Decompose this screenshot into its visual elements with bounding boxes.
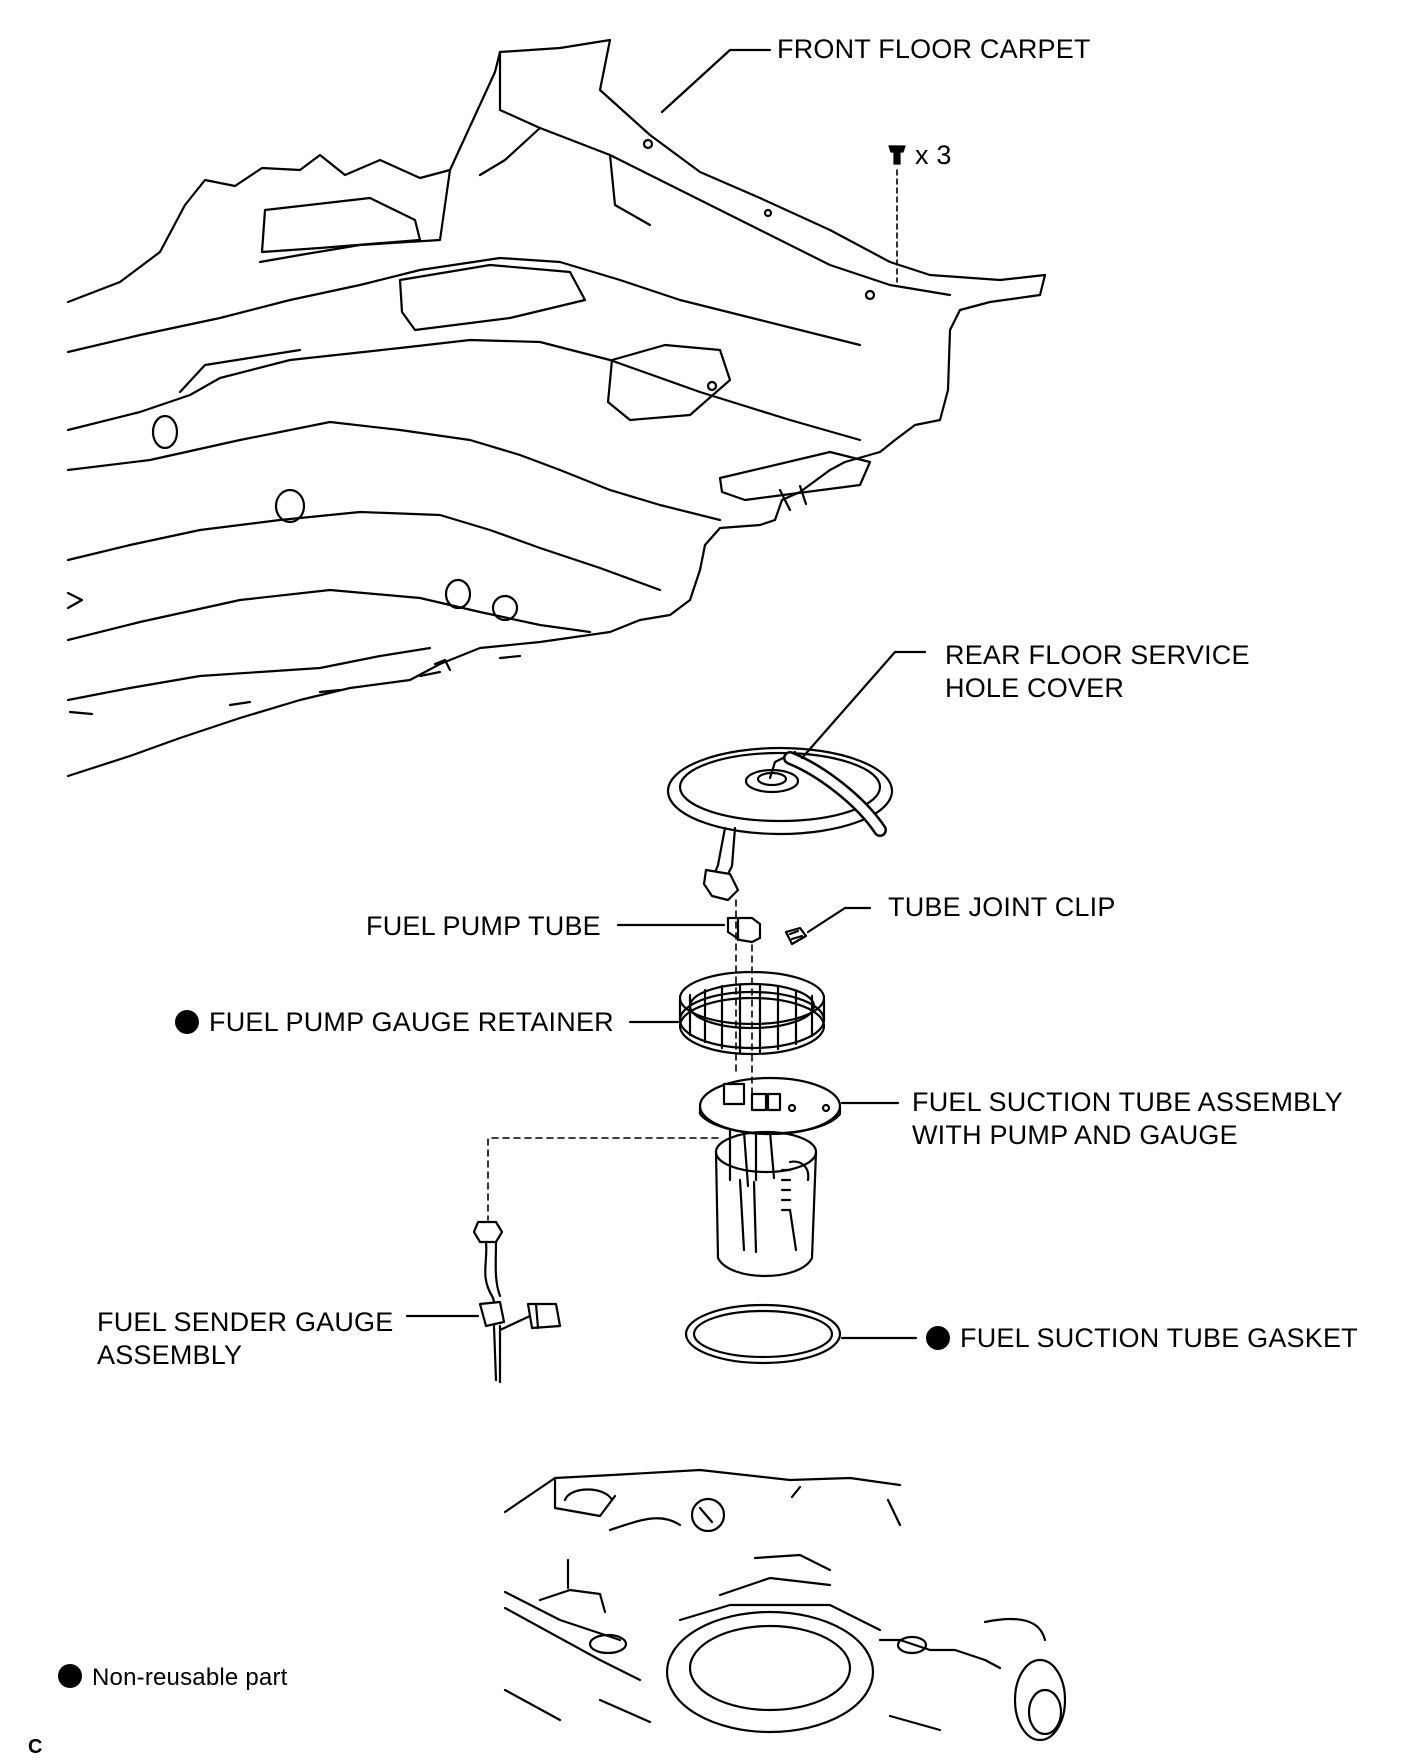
label-rear-cover-line1: REAR FLOOR SERVICE (945, 640, 1250, 670)
label-gasket: FUEL SUCTION TUBE GASKET (926, 1322, 1358, 1355)
label-rear-cover-line2: HOLE COVER (945, 673, 1125, 703)
fuel-suction-tube-assembly (698, 1076, 842, 1278)
fuel-pump-tube (726, 916, 762, 944)
rear-cover-leader (800, 650, 927, 760)
label-front-floor-carpet: FRONT FLOOR CARPET (777, 34, 1091, 64)
label-gasket-text: FUEL SUCTION TUBE GASKET (960, 1323, 1358, 1353)
fuel-pump-gauge-retainer (678, 970, 826, 1056)
front-floor-carpet (66, 38, 1047, 778)
legend-text: Non-reusable part (92, 1664, 288, 1691)
legend-non-reusable: Non-reusable part (58, 1661, 288, 1694)
label-sender-line1: FUEL SENDER GAUGE (97, 1307, 394, 1337)
corner-code: C (28, 1736, 43, 1758)
push-clip-icon (888, 145, 906, 165)
non-reusable-icon (175, 1010, 199, 1034)
carpet-leader (660, 48, 772, 114)
label-fuel-pump-tube: FUEL PUMP TUBE (366, 911, 601, 941)
tube-joint-clip (784, 926, 808, 946)
label-sender-line2: ASSEMBLY (97, 1340, 243, 1370)
label-retainer-text: FUEL PUMP GAUGE RETAINER (209, 1007, 614, 1037)
label-suction-line2: WITH PUMP AND GAUGE (912, 1120, 1238, 1150)
clip-leader (806, 906, 872, 934)
label-retainer: FUEL PUMP GAUGE RETAINER (175, 1006, 614, 1039)
non-reusable-icon (926, 1326, 950, 1350)
rear-floor-service-hole-cover (666, 746, 894, 902)
fuel-sender-gauge-assembly (472, 1220, 562, 1384)
sender-dashed-line (487, 1137, 719, 1221)
fuel-suction-tube-gasket (684, 1303, 842, 1365)
label-clip-quantity: x 3 (915, 140, 952, 170)
non-reusable-icon (58, 1664, 82, 1688)
body-floor-panel (503, 1468, 1067, 1742)
label-tube-joint-clip: TUBE JOINT CLIP (888, 892, 1116, 922)
label-suction-line1: FUEL SUCTION TUBE ASSEMBLY (912, 1087, 1343, 1117)
